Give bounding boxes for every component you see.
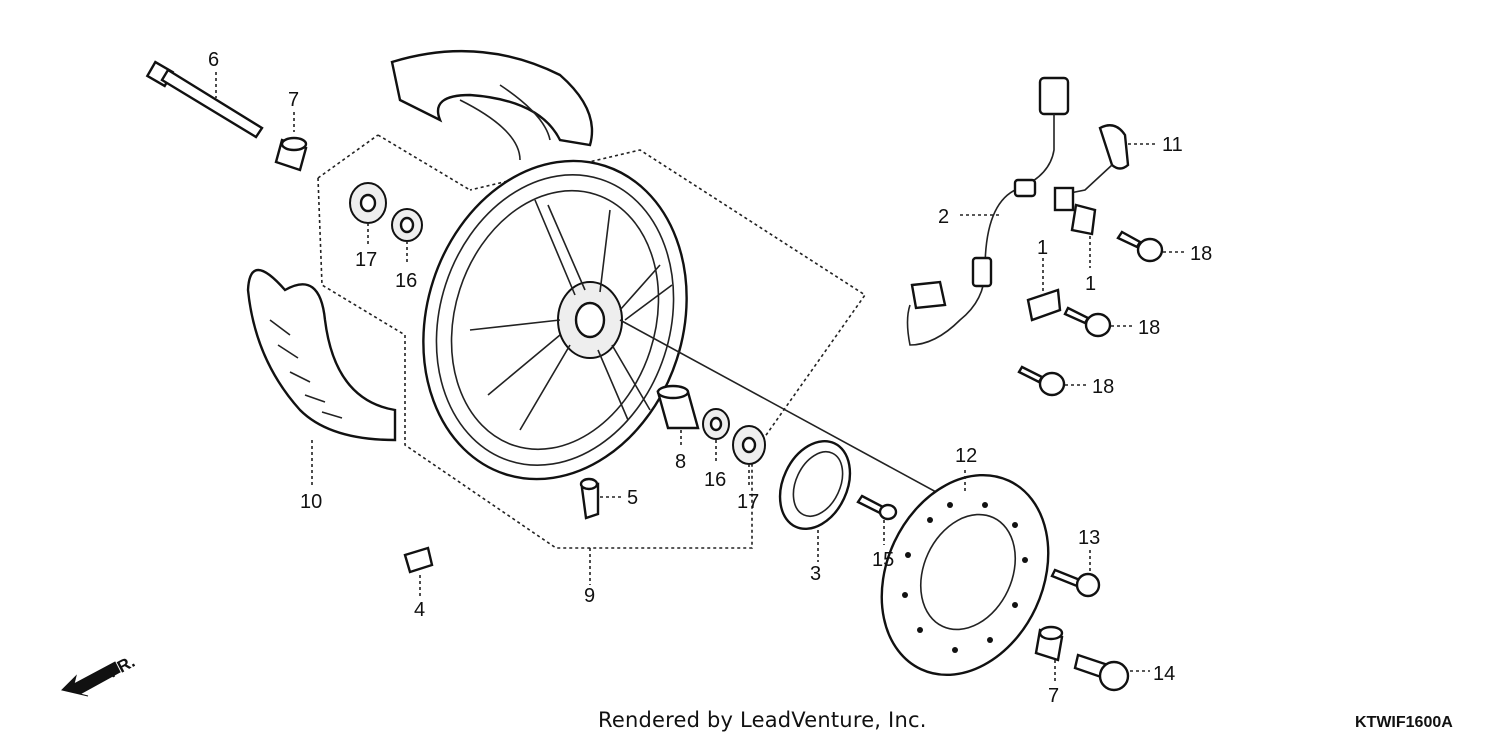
callout-16-left: 16 [395,270,417,292]
callout-16-right: 16 [704,469,726,491]
bearing-left [349,182,387,224]
front-direction-arrow: FR. [61,652,138,697]
callout-18-middle: 18 [1138,317,1160,339]
wheel-rim [422,159,688,481]
callout-12: 12 [955,445,977,467]
rendered-by-credit: Rendered by LeadVenture, Inc. [598,708,927,732]
balance-weight [403,546,434,574]
callout-1-right: 1 [1085,273,1096,295]
bolt-14 [1073,653,1130,692]
dust-seal-right [702,408,730,440]
callout-13: 13 [1078,527,1100,549]
spacer-collar-right [1034,625,1064,662]
cable-clamp-lower [1026,288,1062,322]
valve [579,477,600,520]
dust-seal-left [391,208,423,242]
callout-8: 8 [675,451,686,473]
wheel-speed-sensor-cable [906,76,1070,346]
callout-3: 3 [810,563,821,585]
callout-18-lower: 18 [1092,376,1114,398]
axle [145,60,264,139]
brake-disc [880,473,1050,677]
callout-11: 11 [1162,134,1183,156]
callout-7-right: 7 [1048,685,1059,707]
callout-5: 5 [627,487,638,509]
callout-17-left: 17 [355,249,377,271]
bolt-18-upper [1116,230,1164,263]
callout-15: 15 [872,549,894,571]
tire-upper-half [390,49,594,161]
callout-9: 9 [584,585,595,607]
bearing-right [732,425,766,465]
distance-collar [656,384,700,430]
pulser-ring [778,439,852,531]
callout-4: 4 [414,599,425,621]
bolt-13 [1050,568,1101,598]
diagram-code: KTWIF1600A [1355,714,1453,731]
callout-2: 2 [938,206,949,228]
tire-lower-half [246,269,397,442]
leader-lines [215,72,1186,682]
callout-6: 6 [208,49,219,71]
callout-10: 10 [300,491,322,513]
bolt-15 [856,494,898,521]
callout-7-left: 7 [288,89,299,111]
axle-centre-line [619,319,961,506]
cable-clip-11 [1053,124,1130,212]
callout-14: 14 [1153,663,1175,685]
callout-1-left: 1 [1037,237,1048,259]
bolt-18-lower [1017,365,1066,397]
spacer-collar-left [274,136,308,172]
bolt-18-middle [1063,306,1112,338]
callout-17-right: 17 [737,491,759,513]
callout-18-upper: 18 [1190,243,1212,265]
wheel-assembly-boundary [317,134,867,549]
cable-clamp-upper [1070,203,1097,236]
